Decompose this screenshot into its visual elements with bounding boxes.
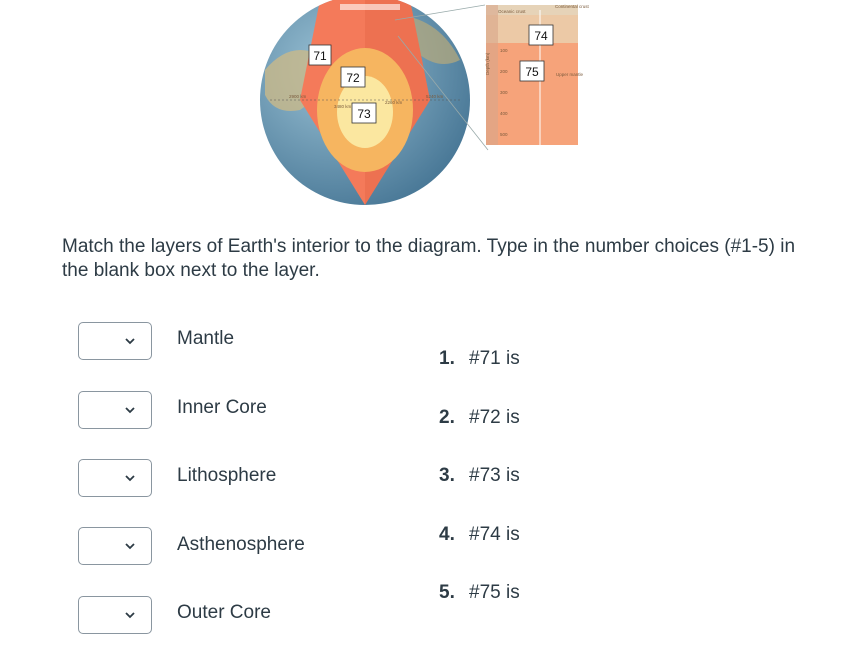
label-71: 71	[308, 44, 332, 66]
lithosphere-label: Lithosphere	[177, 465, 277, 486]
choice-number: 1.	[439, 348, 455, 369]
earth-interior-diagram: 2900 km 3480 km 2260 km 5240 km Oceanic …	[260, 0, 590, 205]
depth-tick: 500	[500, 132, 508, 137]
depth-tick: 400	[500, 111, 508, 116]
choice-item: 3. #73 is	[439, 465, 520, 487]
label-74: 74	[528, 24, 554, 46]
choice-number: 2.	[439, 407, 455, 428]
lithosphere-select[interactable]	[78, 459, 152, 497]
globe	[260, 0, 470, 205]
oceanic-crust-text: Oceanic crust	[498, 9, 526, 14]
choice-text: #73 is	[469, 465, 520, 486]
distance-label: 5240 km	[426, 94, 444, 99]
depth-axis-text: Depth (km)	[485, 52, 490, 75]
svg-text:73: 73	[357, 107, 371, 121]
inner-core-select[interactable]	[78, 391, 152, 429]
label-73: 73	[351, 102, 377, 124]
choice-text: #75 is	[469, 582, 520, 603]
svg-text:72: 72	[346, 71, 360, 85]
chevron-down-icon	[125, 543, 135, 550]
chevron-down-icon	[125, 475, 135, 482]
choice-item: 2. #72 is	[439, 407, 520, 429]
mantle-label: Mantle	[177, 328, 235, 349]
choice-text: #72 is	[469, 407, 520, 428]
label-75: 75	[519, 60, 545, 82]
outer-core-label: Outer Core	[177, 602, 271, 623]
choice-item: 1. #71 is	[439, 348, 520, 370]
choice-number: 4.	[439, 524, 455, 545]
distance-label: 2900 km	[289, 94, 307, 99]
distance-label: 3480 km	[334, 104, 352, 109]
distance-label: 2260 km	[385, 100, 403, 105]
choice-text: #71 is	[469, 348, 520, 369]
depth-tick: 200	[500, 69, 508, 74]
chevron-down-icon	[125, 407, 135, 414]
upper-mantle-text: Upper mantle	[556, 72, 584, 77]
choice-item: 4. #74 is	[439, 524, 520, 546]
choice-text: #74 is	[469, 524, 520, 545]
asthenosphere-label: Asthenosphere	[177, 534, 305, 555]
mantle-select[interactable]	[78, 322, 152, 360]
choice-number: 5.	[439, 582, 455, 603]
continental-crust-text: Continental crust	[555, 4, 590, 9]
svg-text:74: 74	[534, 29, 548, 43]
svg-text:71: 71	[313, 49, 327, 63]
depth-tick: 100	[500, 48, 508, 53]
inner-core-label: Inner Core	[177, 397, 267, 418]
choice-item: 5. #75 is	[439, 582, 520, 604]
asthenosphere-select[interactable]	[78, 527, 152, 565]
question-instructions: Match the layers of Earth's interior to …	[62, 236, 796, 281]
svg-text:75: 75	[525, 65, 539, 79]
outer-core-select[interactable]	[78, 596, 152, 634]
label-72: 72	[340, 66, 366, 88]
chevron-down-icon	[125, 338, 135, 345]
depth-tick: 300	[500, 90, 508, 95]
choice-number: 3.	[439, 465, 455, 486]
chevron-down-icon	[125, 612, 135, 619]
